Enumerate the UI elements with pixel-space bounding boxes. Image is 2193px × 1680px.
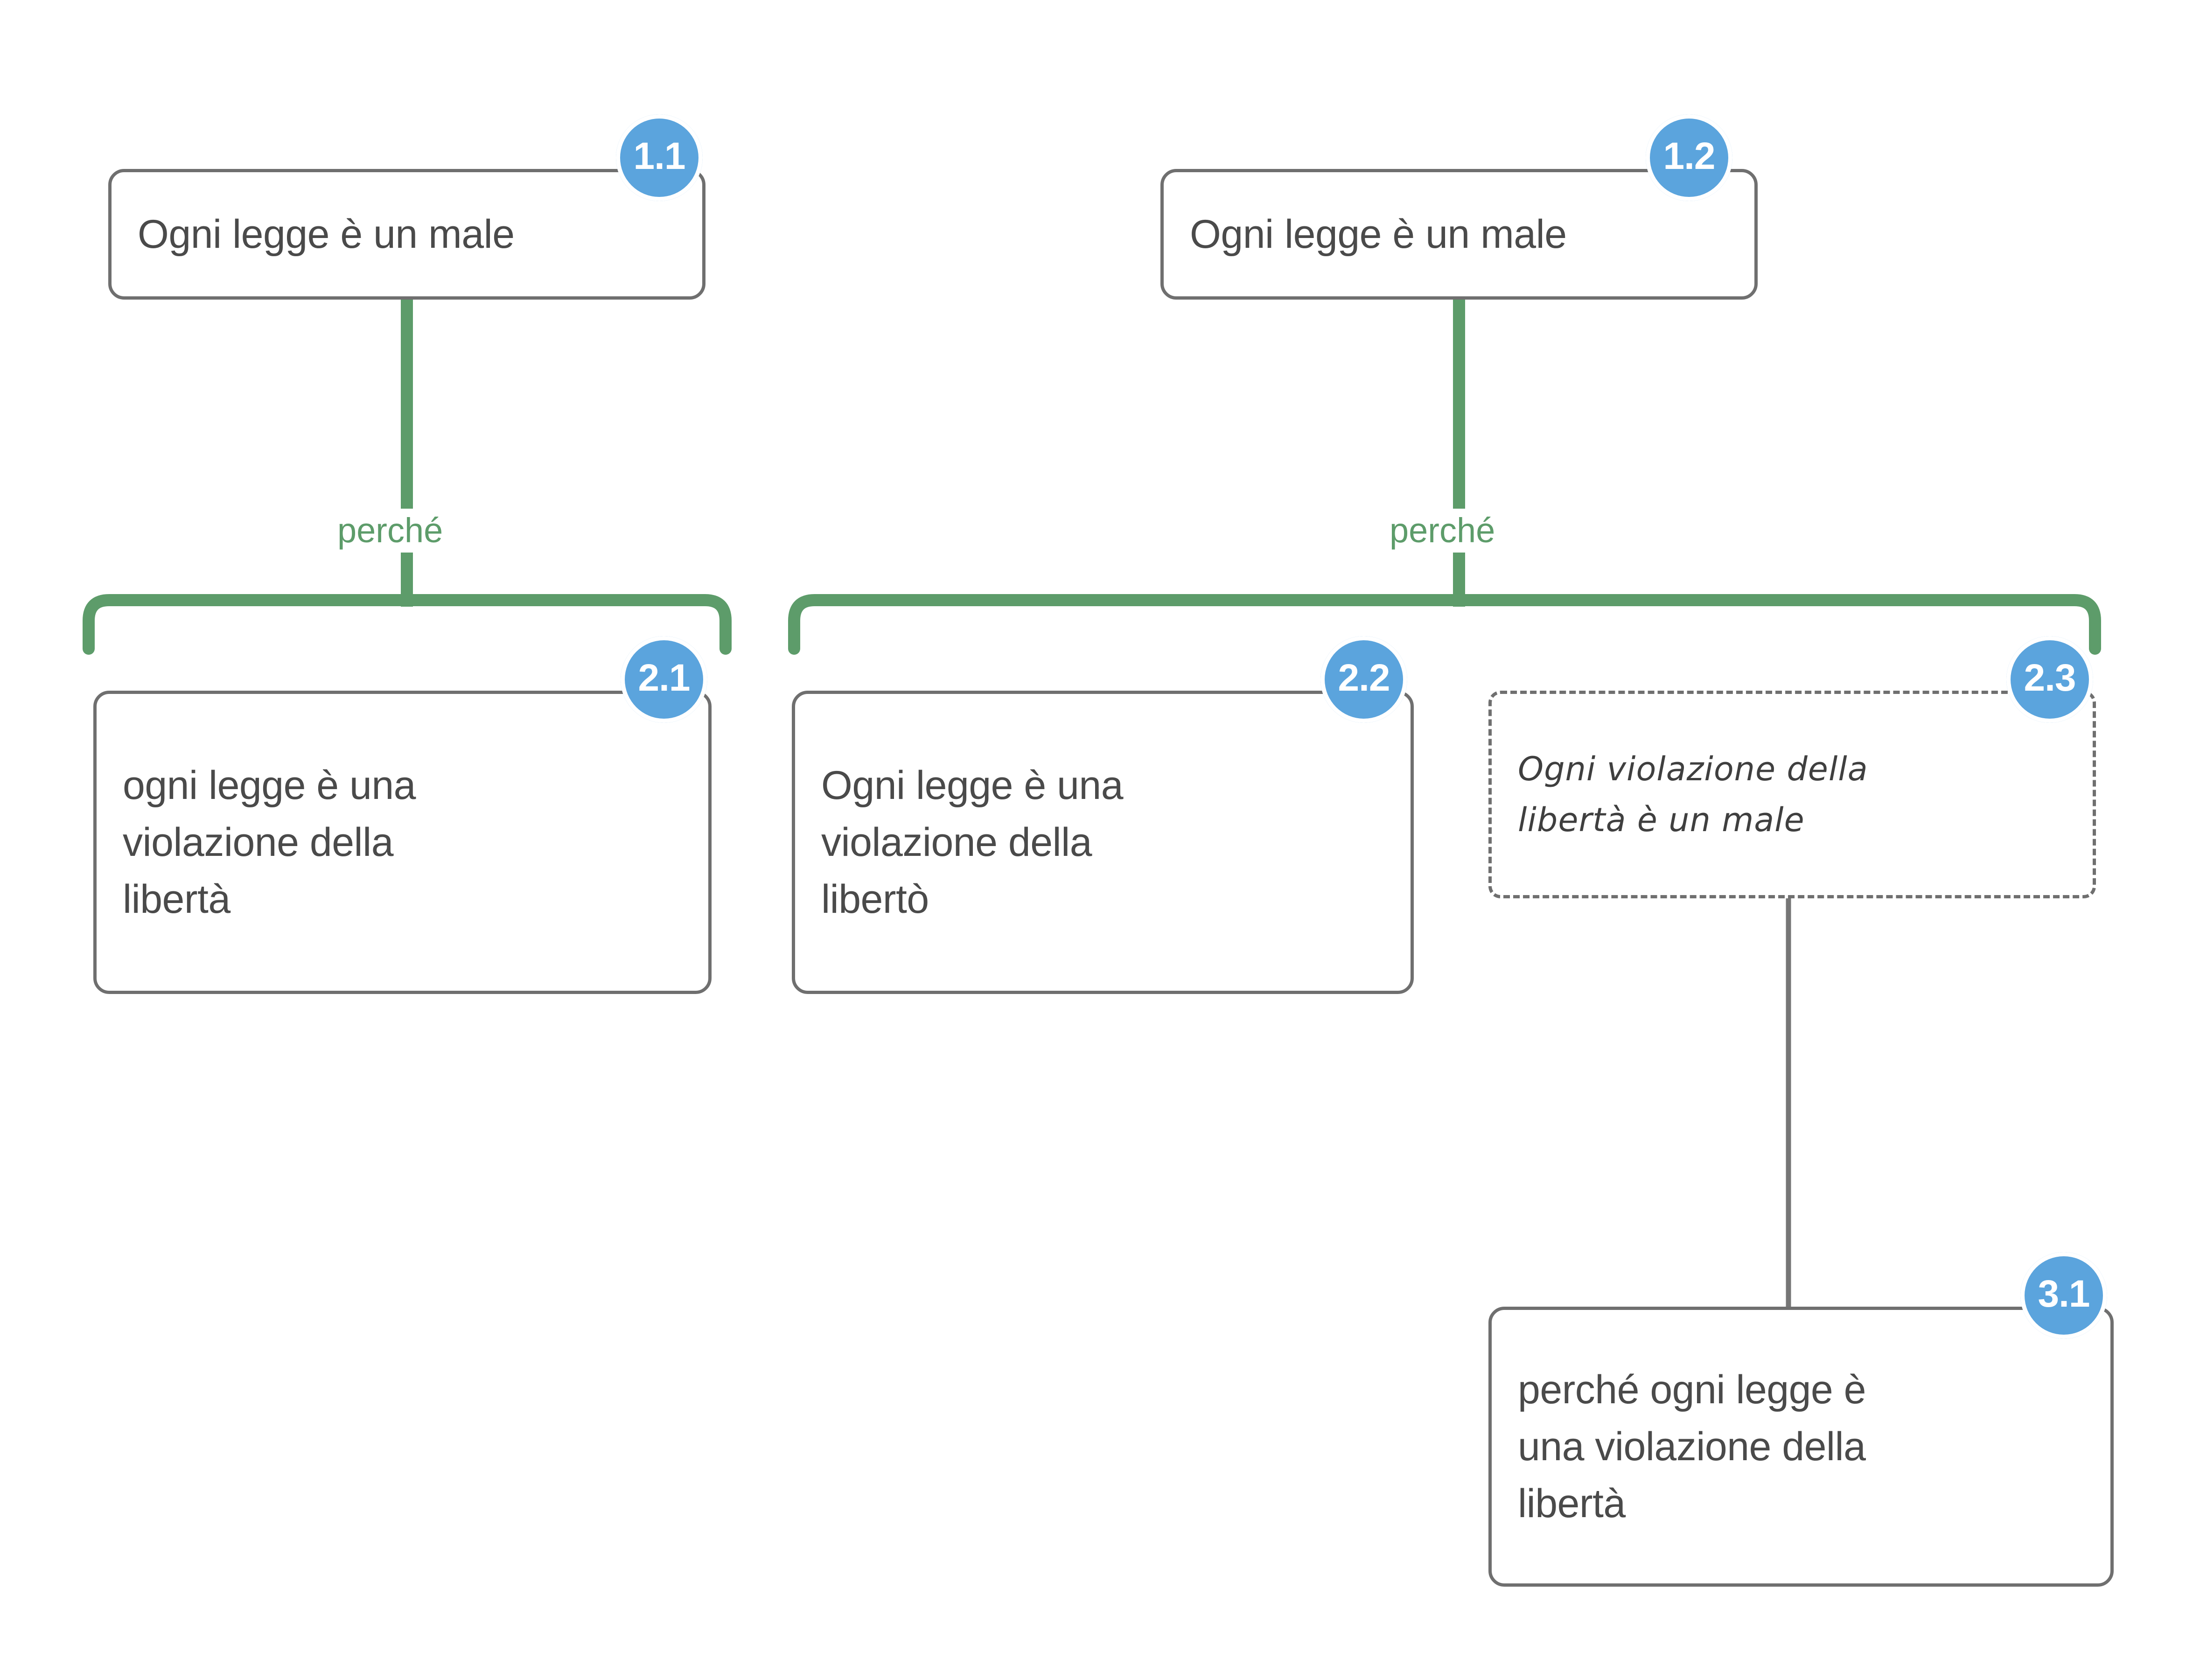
node-2-2[interactable]: Ogni legge è una violazione della libert… — [792, 691, 1414, 994]
node-2-3-text: Ogni violazione della libertà è un male — [1492, 744, 2093, 845]
node-3-1-text: perché ogni legge è una violazione della… — [1492, 1361, 2110, 1532]
node-3-1-line-2: una violazione della — [1518, 1424, 1866, 1469]
node-3-1-line-3: libertà — [1518, 1481, 1626, 1526]
badge-1-2-label: 1.2 — [1663, 135, 1716, 177]
node-2-3-line-1: Ogni violazione della — [1518, 750, 1868, 788]
node-2-3[interactable]: Ogni violazione della libertà è un male — [1488, 691, 2096, 898]
badge-1-1[interactable]: 1.1 — [616, 114, 703, 201]
node-1-2-text: Ogni legge è un male — [1190, 211, 1567, 257]
badge-2-3-label: 2.3 — [2024, 657, 2076, 699]
edge-label-left: perché — [325, 509, 455, 553]
badge-1-1-label: 1.1 — [633, 135, 686, 177]
node-1-1-text: Ogni legge è un male — [138, 211, 515, 257]
badge-2-3[interactable]: 2.3 — [2006, 636, 2093, 723]
node-2-2-line-3: libertò — [821, 877, 929, 922]
badge-2-2-label: 2.2 — [1338, 657, 1390, 699]
connector-edge-left — [83, 300, 732, 655]
node-3-1-line-1: perché ogni legge è — [1518, 1367, 1866, 1412]
edge-label-right-text: perché — [1390, 511, 1495, 550]
badge-2-1-label: 2.1 — [638, 657, 691, 699]
badge-2-1[interactable]: 2.1 — [621, 636, 707, 723]
node-2-2-line-2: violazione della — [821, 819, 1092, 865]
node-2-1-text: ogni legge è una violazione della libert… — [97, 757, 708, 928]
badge-2-2[interactable]: 2.2 — [1320, 636, 1407, 723]
badge-3-1[interactable]: 3.1 — [2020, 1252, 2107, 1339]
badge-1-2[interactable]: 1.2 — [1646, 114, 1732, 201]
node-2-1[interactable]: ogni legge è una violazione della libert… — [93, 691, 712, 994]
node-2-1-line-1: ogni legge è una — [123, 763, 416, 808]
node-2-2-line-1: Ogni legge è una — [821, 763, 1124, 808]
node-1-1[interactable]: Ogni legge è un male — [108, 169, 705, 300]
node-2-2-text: Ogni legge è una violazione della libert… — [795, 757, 1411, 928]
node-2-3-line-2: libertà è un male — [1518, 800, 1805, 839]
node-2-1-line-2: violazione della — [123, 819, 394, 865]
edge-label-left-text: perché — [337, 511, 443, 550]
node-2-1-line-3: libertà — [123, 877, 230, 922]
badge-3-1-label: 3.1 — [2038, 1273, 2090, 1315]
node-1-2[interactable]: Ogni legge è un male — [1160, 169, 1758, 300]
node-3-1[interactable]: perché ogni legge è una violazione della… — [1488, 1307, 2114, 1587]
connector-edge-right — [788, 300, 2101, 655]
edge-label-right: perché — [1377, 509, 1508, 553]
